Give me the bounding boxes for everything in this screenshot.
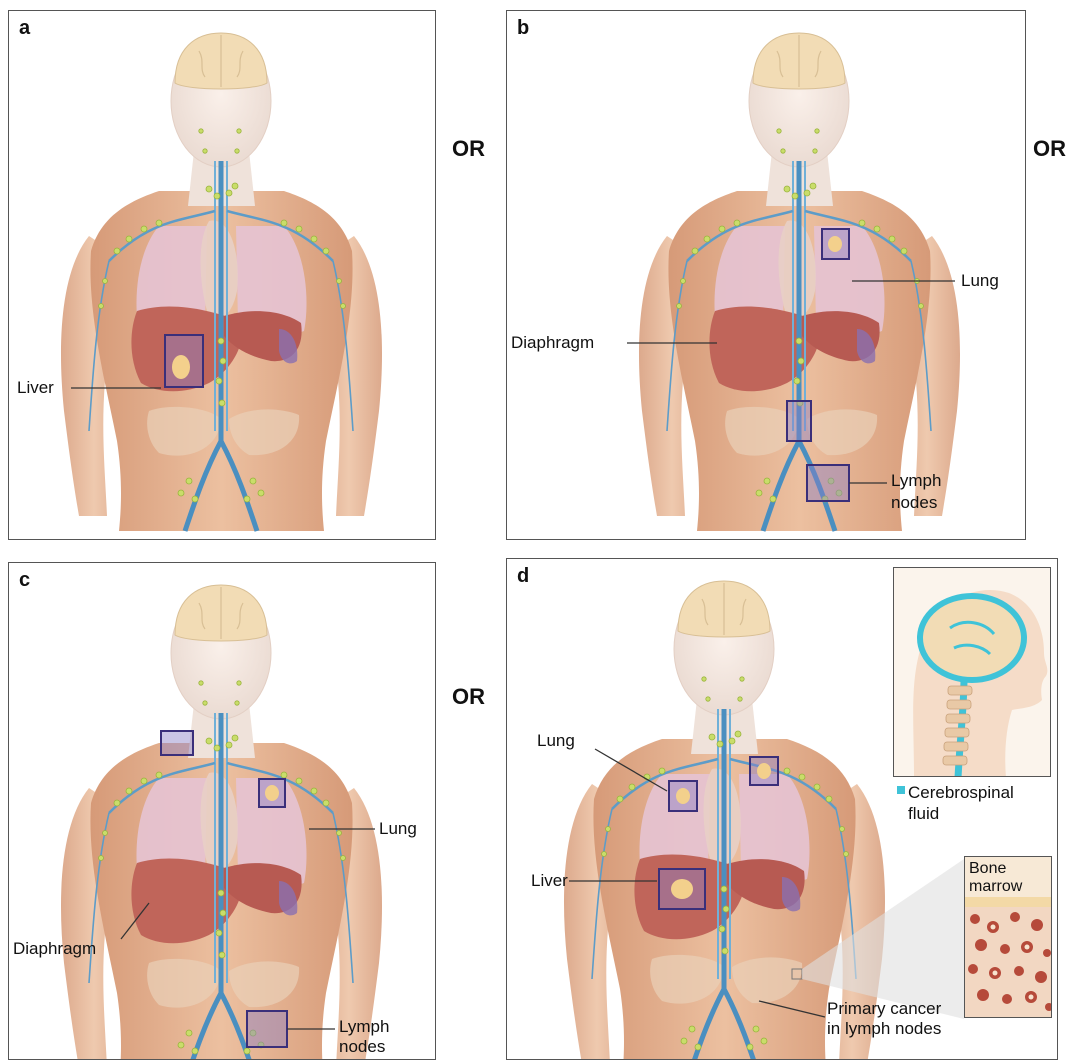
panel-label-b: b [517,17,529,40]
head-spine-illustration [894,568,1051,777]
panel-label-c: c [19,569,30,592]
human-body-illustration [507,11,1026,540]
or-connector-3: OR [452,684,485,710]
bone-marrow-illustration [965,857,1052,1018]
callout-liver: Liver [531,871,568,891]
cerebrospinal-inset [893,567,1051,777]
human-body-illustration [9,11,436,540]
callout-primary-cancer-line1: Primary cancer [827,999,941,1019]
panel-label-a: a [19,17,30,40]
bone-marrow-inset: Bone marrow [964,856,1052,1018]
callout-liver: Liver [17,378,54,398]
callout-lung: Lung [961,271,999,291]
callout-lymph-nodes-line2: nodes [339,1037,385,1057]
human-body-illustration [9,563,436,1060]
csf-swatch [897,786,905,794]
or-connector-1: OR [452,136,485,162]
callout-diaphragm: Diaphragm [13,939,96,959]
csf-legend: Cerebrospinal fluid [897,782,1014,824]
callout-diaphragm: Diaphragm [511,333,594,353]
or-connector-2: OR [1033,136,1066,162]
callout-lung: Lung [537,731,575,751]
panel-b: b Lung Diaphragm Lymph nodes [506,10,1026,540]
panel-label-d: d [517,565,529,588]
callout-lymph-nodes-line2: nodes [891,493,937,513]
panel-c: c Lung Diaphragm Lymph nodes [8,562,436,1060]
callout-lung: Lung [379,819,417,839]
callout-lymph-nodes-line1: Lymph [339,1017,389,1037]
csf-legend-line1: Cerebrospinal [908,783,1014,802]
csf-legend-line2: fluid [897,803,1014,824]
panel-d: d Cerebrospinal fluid Bone [506,558,1058,1060]
callout-primary-cancer-line2: in lymph nodes [827,1019,941,1039]
callout-lymph-nodes-line1: Lymph [891,471,941,491]
panel-a: a Liver [8,10,436,540]
